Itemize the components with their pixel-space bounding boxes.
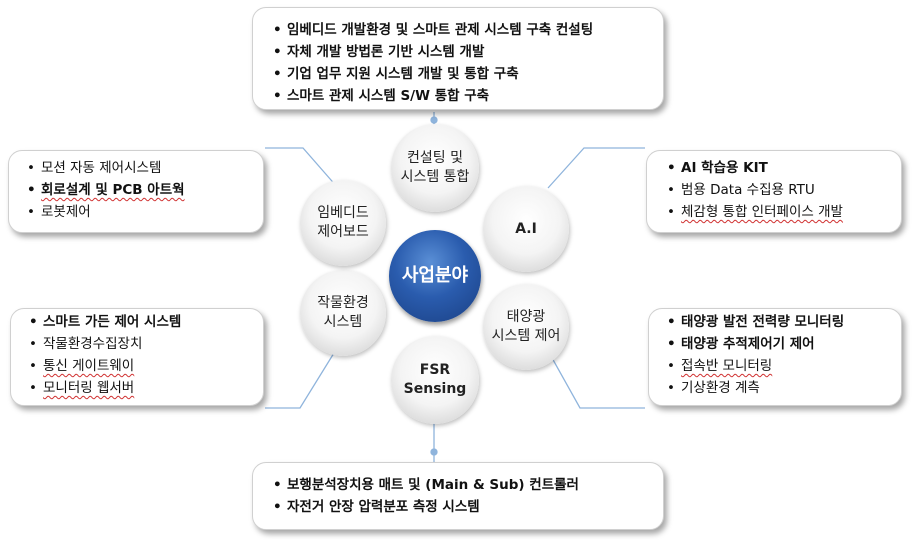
circle-ai: A.I [483,186,569,272]
list-item: 작물환경수집장치 [27,333,253,355]
connector-lower-right [541,339,645,409]
box-crop: 스마트 가든 제어 시스템 작물환경수집장치 통신 게이트웨이 모니터링 웹서버 [10,308,264,406]
circle-label-line1: 작물환경 [317,295,369,311]
list-item: 스마트 가든 제어 시스템 [27,311,253,333]
list-item: 모니터링 웹서버 [27,377,253,399]
center-circle: 사업분야 [389,230,481,322]
connector-lower-left [265,339,343,409]
list-item: 모션 자동 제어시스템 [25,157,253,179]
list-item: AI 학습용 KIT [665,157,891,179]
connector-upper-left [265,147,339,189]
circle-label-line1: 임베디드 [317,205,369,221]
list-item: 태양광 추적제어기 제어 [665,333,893,355]
list-item: 통신 게이트웨이 [27,355,253,377]
circle-label-line2: 시스템 [323,314,363,330]
connector-upper-right [547,147,645,189]
list-item: 기상환경 계측 [665,377,893,399]
circle-label-line1: 태양광 [506,309,546,325]
box-consulting: 임베디드 개발환경 및 스마트 관제 시스템 구축 컨설팅 자체 개발 방법론 … [252,7,664,110]
list-item: 자체 개발 방법론 기반 시스템 개발 [271,41,649,63]
box-fsr: 보행분석장치용 매트 및 (Main & Sub) 컨트롤러 자전거 안장 압력… [252,462,664,530]
circle-label-line2: 제어보드 [317,224,369,240]
center-label-line1: 사업 [401,265,435,286]
connector-bottom-dot [430,448,438,456]
list-item: 보행분석장치용 매트 및 (Main & Sub) 컨트롤러 [271,474,653,496]
center-label-line2: 분야 [435,265,469,286]
circle-label-line1: FSR [419,362,451,378]
box-ai: AI 학습용 KIT 범용 Data 수집용 RTU 체감형 통합 인터페이스 … [646,150,902,233]
box-solar: 태양광 발전 전력량 모니터링 태양광 추적제어기 제어 접속반 모니터링 기상… [648,308,902,406]
list-item: 회로설계 및 PCB 아트웍 [25,179,253,201]
circle-label-line1: 컨설팅 및 [407,150,463,166]
list-item: 임베디드 개발환경 및 스마트 관제 시스템 구축 컨설팅 [271,19,649,41]
circle-label-line2: 시스템 제어 [491,328,561,344]
list-item: 범용 Data 수집용 RTU [665,179,891,201]
list-item: 접속반 모니터링 [665,355,893,377]
list-item: 로봇제어 [25,201,253,223]
circle-label-line1: A.I [515,220,537,237]
circle-label-line2: Sensing [403,381,467,397]
list-item: 체감형 통합 인터페이스 개발 [665,201,891,223]
circle-fsr: FSR Sensing [391,336,479,424]
list-item: 스마트 관제 시스템 S/W 통합 구축 [271,85,649,107]
list-item: 태양광 발전 전력량 모니터링 [665,311,893,333]
list-item: 기업 업무 지원 시스템 개발 및 통합 구축 [271,63,649,85]
list-item: 자전거 안장 압력분포 측정 시스템 [271,496,653,518]
circle-label-line2: 시스템 통합 [400,169,470,185]
connector-top-dot [430,116,438,124]
box-embedded: 모션 자동 제어시스템 회로설계 및 PCB 아트웍 로봇제어 [8,150,264,233]
